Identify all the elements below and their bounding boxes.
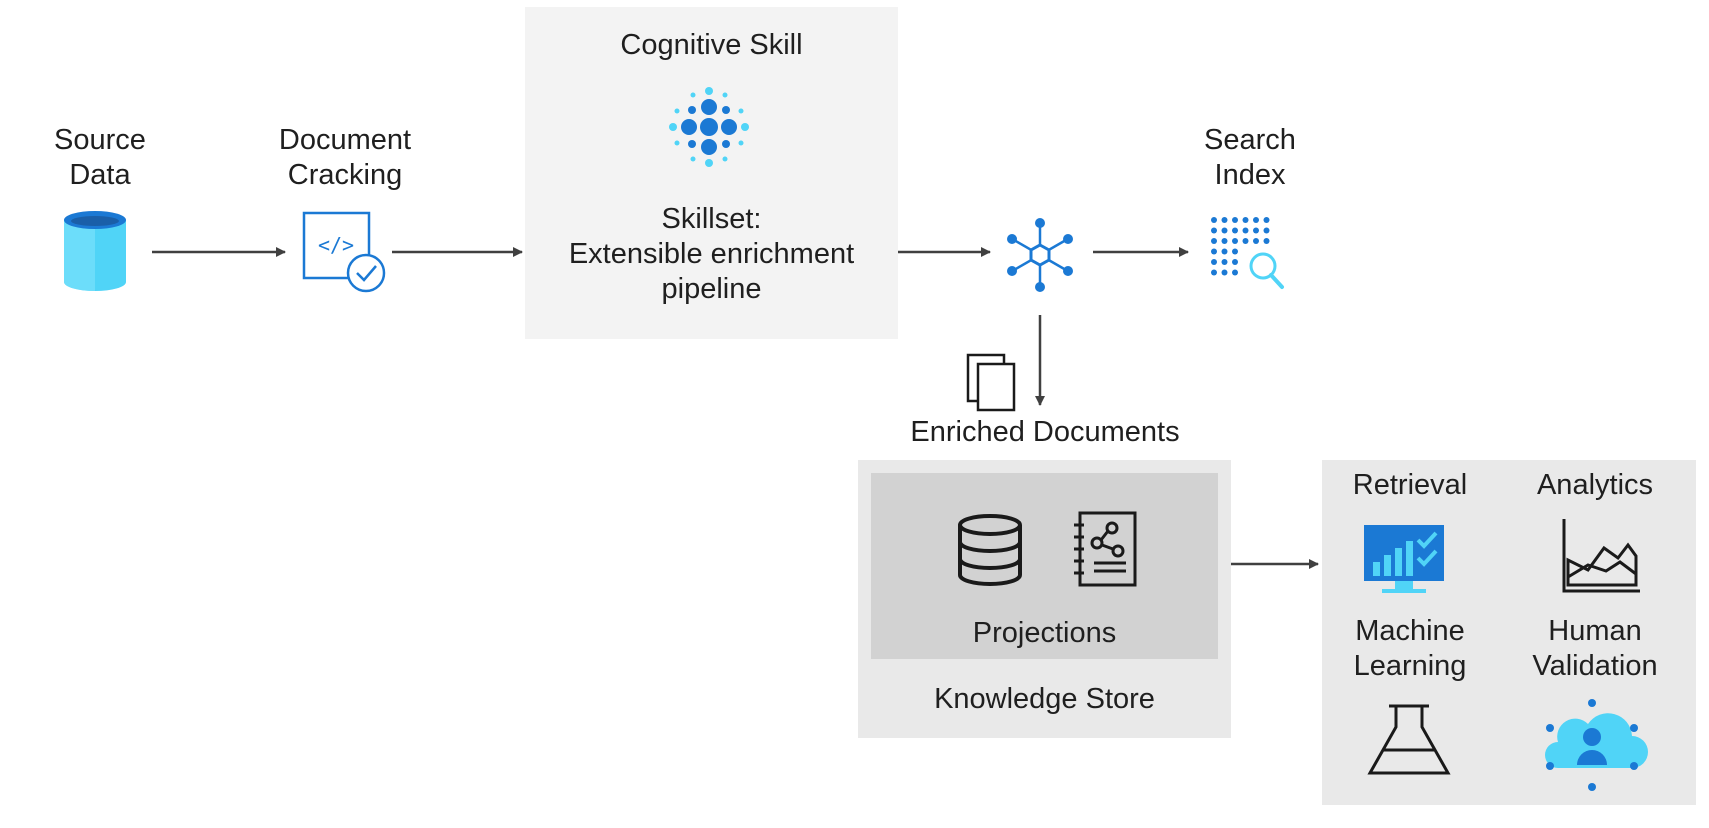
database-cylinder-icon — [64, 211, 126, 291]
network-hub-icon — [1007, 218, 1073, 292]
code-document-check-icon: </> — [302, 211, 386, 293]
documents-icon — [966, 353, 1016, 412]
projections-label: Projections — [972, 617, 1117, 649]
cognitive-skill-title: Cognitive Skill — [620, 29, 803, 61]
knowledge-store-label: Knowledge Store — [934, 683, 1155, 715]
search-index-icon — [1211, 217, 1284, 289]
analytics-label: Analytics — [1536, 469, 1654, 501]
cognitive-skill-panel — [525, 7, 898, 339]
svg-text:</>: </> — [318, 233, 354, 257]
cloud-person-icon — [1545, 699, 1648, 791]
notebook-share-icon — [1074, 511, 1137, 587]
retrieval-label: Retrieval — [1352, 469, 1468, 501]
flask-icon — [1367, 704, 1451, 775]
skillset-label: Skillset: Extensible enrichment pipeline — [568, 203, 855, 305]
projections-panel — [871, 473, 1218, 659]
enriched-documents-label: Enriched Documents — [910, 416, 1180, 448]
area-chart-icon — [1562, 519, 1640, 593]
flow-arrows — [152, 247, 1319, 569]
monitor-chart-check-icon — [1364, 525, 1444, 593]
database-icon — [958, 514, 1022, 586]
cognitive-dots-icon — [669, 87, 749, 167]
